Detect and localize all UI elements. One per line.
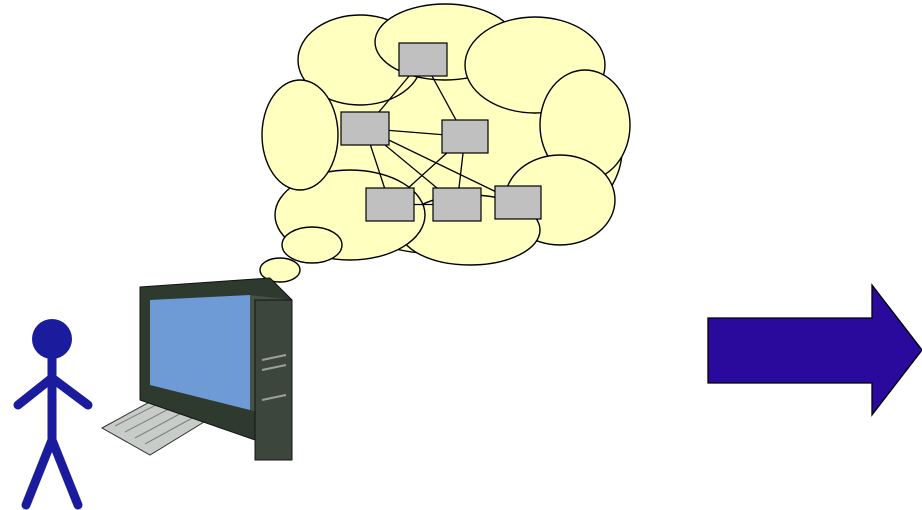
thought-bubble	[282, 227, 342, 263]
node-bottom-left	[366, 188, 414, 221]
node-top	[399, 43, 447, 76]
computer-icon	[102, 278, 292, 460]
node-mid-right	[442, 120, 488, 153]
right-arrow-icon	[708, 285, 922, 415]
node-bottom-right	[495, 186, 541, 219]
person-icon	[18, 319, 88, 505]
node-mid-left	[341, 112, 389, 145]
node-bottom-center	[433, 188, 481, 221]
